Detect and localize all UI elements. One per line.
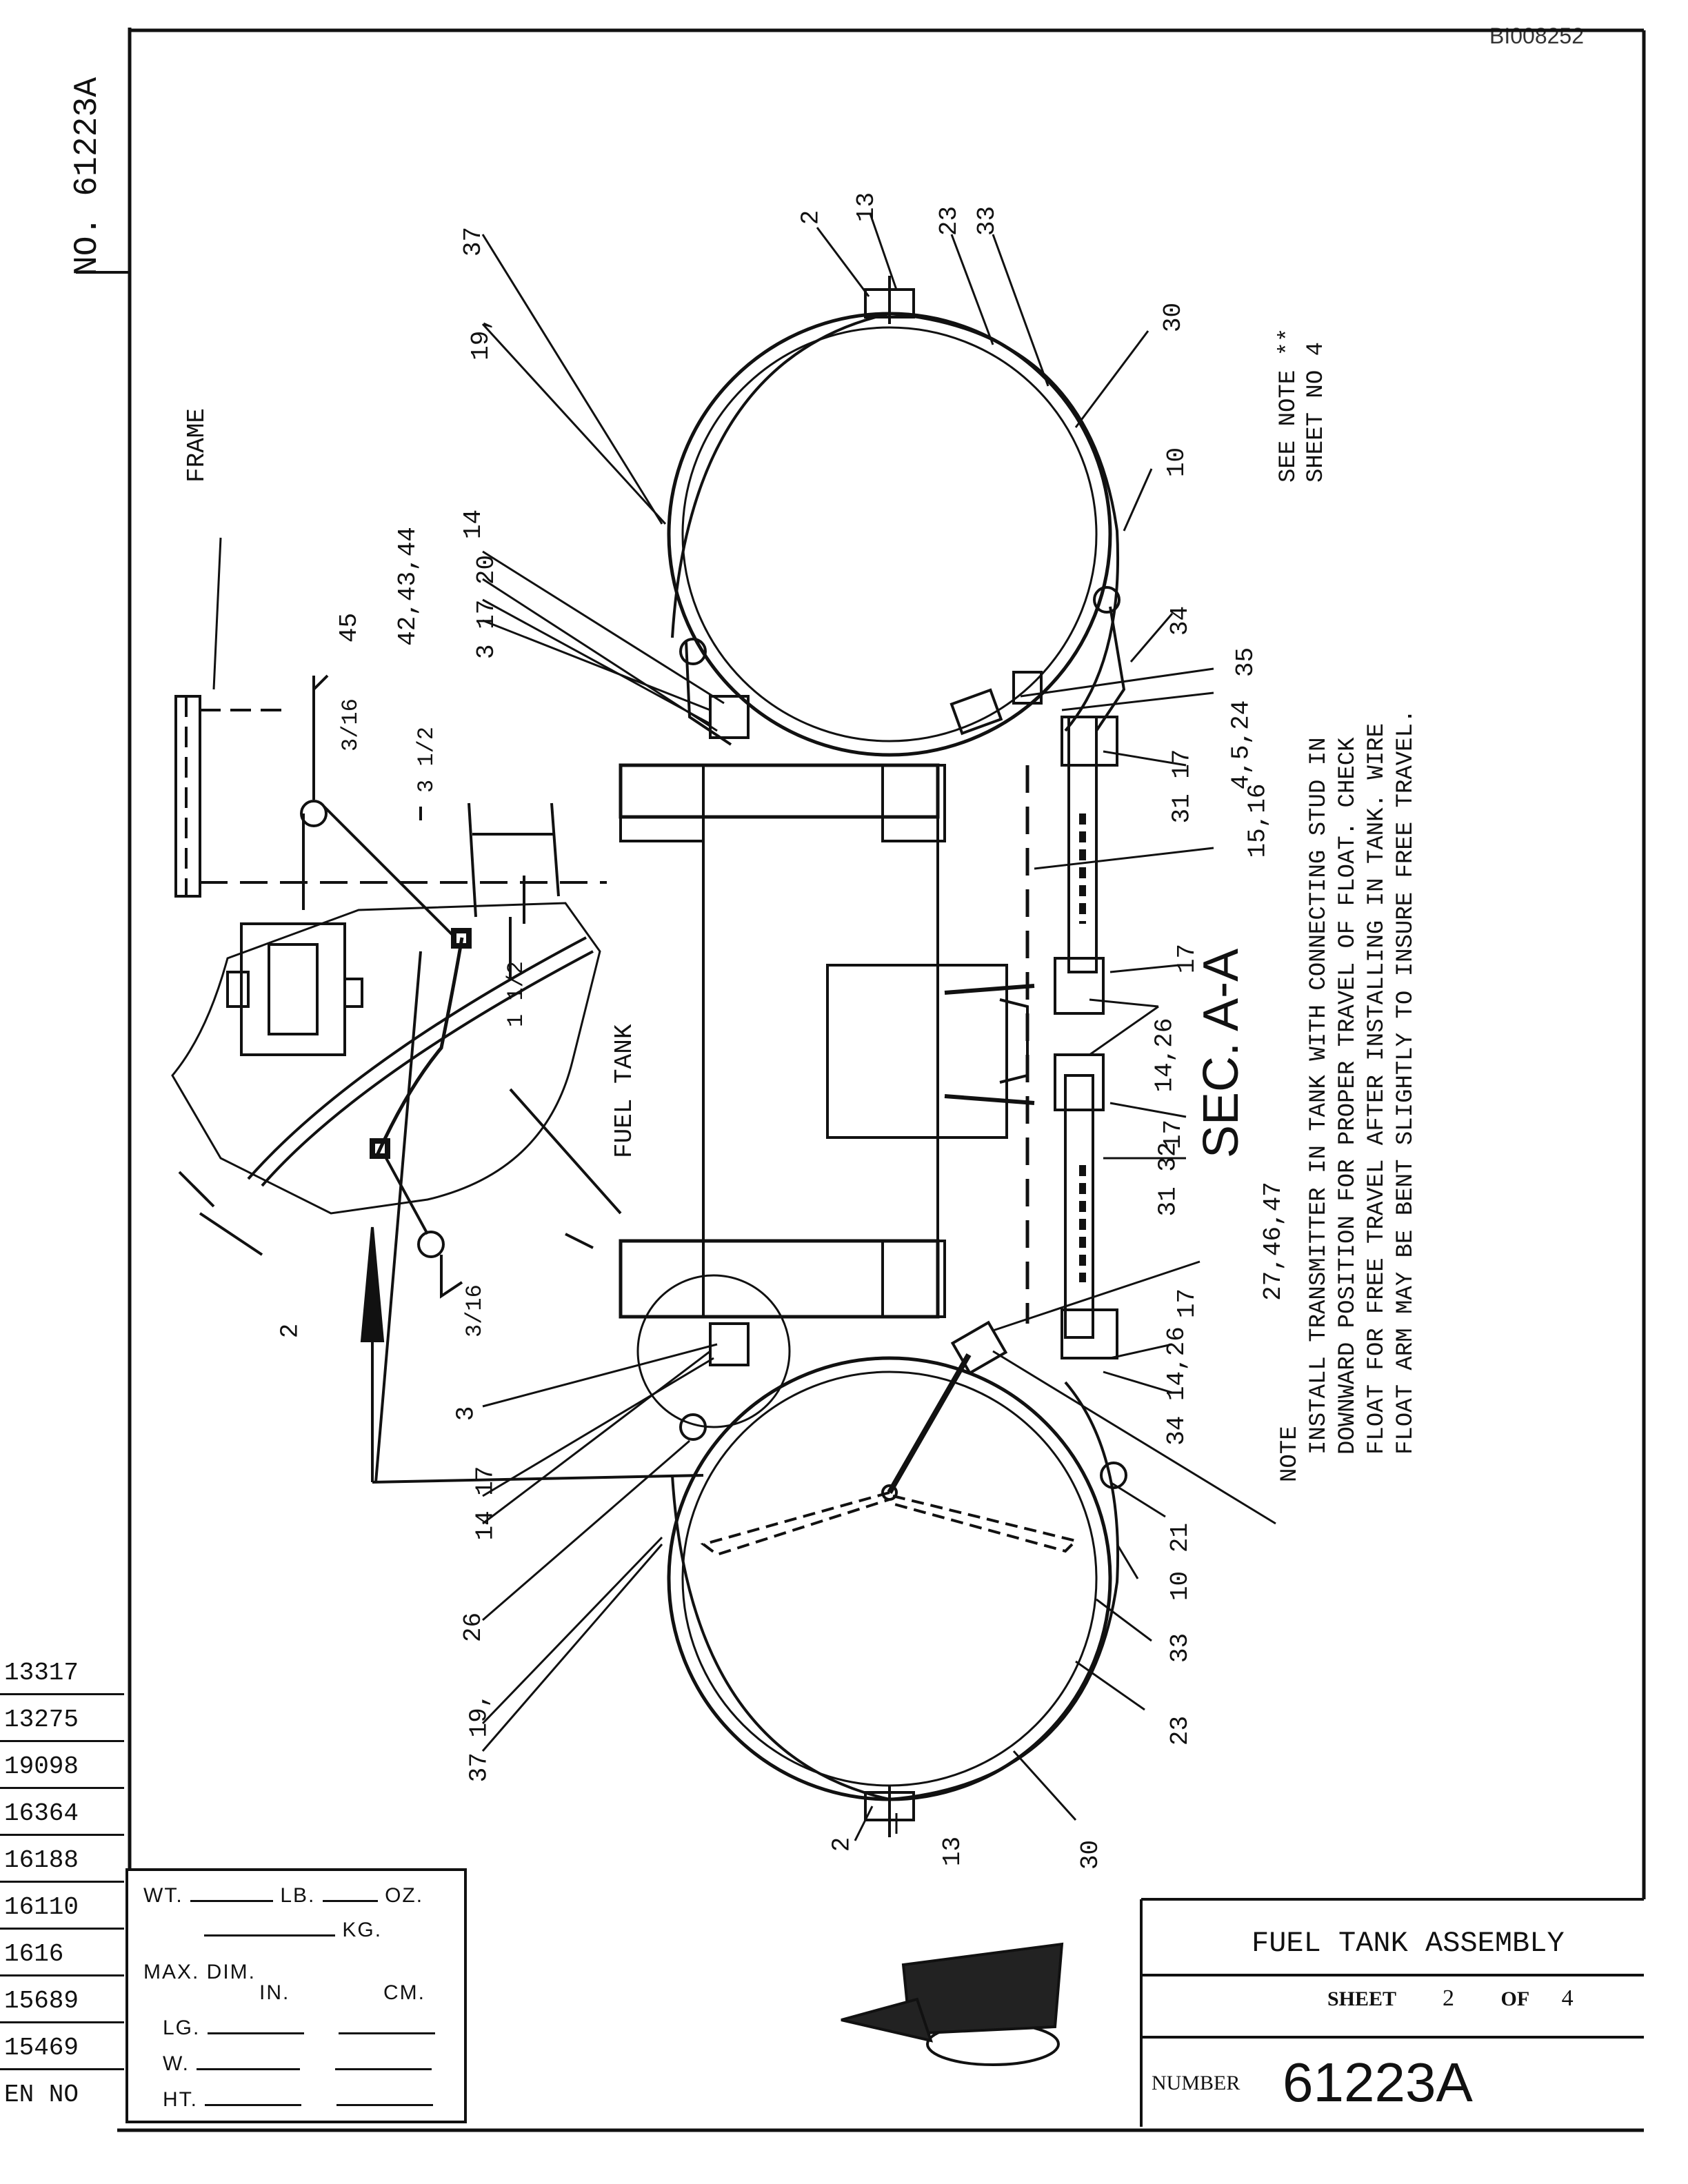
callout-14-top: 14 bbox=[459, 509, 488, 540]
w-label: W. bbox=[163, 2052, 190, 2075]
cm-label: CM. bbox=[383, 1981, 425, 2004]
frame-label: FRAME bbox=[183, 407, 211, 483]
callout-2-detail: 2 bbox=[276, 1323, 305, 1339]
callout-4-5-24: 4,5,24 bbox=[1227, 700, 1256, 790]
number-label: NUMBER bbox=[1152, 2072, 1240, 2094]
max-dim-label: MAX. DIM. bbox=[143, 1961, 257, 1983]
revision-entry: 15689 bbox=[0, 1979, 124, 2023]
callout-45: 45 bbox=[335, 612, 364, 643]
callout-19-top: 19, bbox=[466, 316, 495, 361]
lg-label: LG. bbox=[163, 2016, 201, 2039]
callout-3-17-20: 3 17 20 bbox=[472, 554, 501, 660]
callout-2-top: 2 bbox=[796, 210, 825, 225]
lower-tank bbox=[667, 1320, 1127, 1837]
callout-34-14-26: 34 14,26 bbox=[1162, 1326, 1191, 1446]
unibilt-logo bbox=[841, 1942, 1064, 2066]
note-line-4: FLOAT ARM MAY BE BENT SLIGHTLY TO INSURE… bbox=[1393, 709, 1419, 1455]
callout-2-bot: 2 bbox=[827, 1837, 856, 1852]
see-note-line-1: SEE NOTE ** bbox=[1276, 327, 1302, 483]
w-row: W. bbox=[163, 2052, 432, 2076]
kg-row: KG. bbox=[204, 1918, 382, 1942]
revision-entry: 19098 bbox=[0, 1745, 124, 1789]
callout-31-17-a: 31 17 bbox=[1167, 749, 1196, 824]
callout-31-32: 31 32 bbox=[1154, 1142, 1183, 1217]
lg-row: LG. bbox=[163, 2016, 436, 2040]
callout-14-26-mid: 14,26 bbox=[1150, 1018, 1179, 1093]
callout-30-bot: 30 bbox=[1076, 1839, 1105, 1870]
callout-26: 26 bbox=[459, 1612, 488, 1643]
kg-label: KG. bbox=[342, 1919, 383, 1941]
revision-entry: 16364 bbox=[0, 1792, 124, 1836]
note-title: NOTE bbox=[1277, 1426, 1303, 1482]
callout-35: 35 bbox=[1232, 647, 1260, 678]
revision-entry: EN NO bbox=[4, 2081, 79, 2109]
callout-10-bot: 10 bbox=[1166, 1570, 1195, 1601]
revision-entry: 16188 bbox=[0, 1839, 124, 1883]
wt-label: WT. bbox=[143, 1884, 183, 1907]
callout-17-c: 17 bbox=[1173, 1288, 1202, 1319]
dim-3-16-a: 3/16 bbox=[338, 698, 363, 751]
callout-37-top: 37 bbox=[459, 226, 488, 257]
leader-lines bbox=[212, 213, 1276, 1841]
drawing-number: 61223A bbox=[1283, 2052, 1473, 2113]
drawing-title: FUEL TANK ASSEMBLY bbox=[1252, 1927, 1565, 1960]
see-note-line-2: SHEET NO 4 bbox=[1303, 341, 1329, 483]
detail-view bbox=[171, 674, 704, 1484]
sheet-row: SHEET 2 OF 4 bbox=[1327, 1985, 1574, 2012]
wt-row: WT. LB. OZ. bbox=[143, 1883, 423, 1908]
revision-entry: 15469 bbox=[0, 2026, 124, 2070]
callout-23-bot: 23 bbox=[1166, 1715, 1195, 1746]
callout-3-bot: 3 bbox=[452, 1406, 481, 1422]
revision-entry: 1616 bbox=[0, 1932, 124, 1976]
revision-entry: 13317 bbox=[0, 1651, 124, 1695]
weight-block: WT. LB. OZ. KG. MAX. DIM. IN. CM. LG. W.… bbox=[125, 1868, 467, 2123]
of-label: OF bbox=[1500, 1988, 1529, 2010]
callout-23-top: 23 bbox=[935, 205, 964, 236]
section-label: SEC. A-A bbox=[1194, 948, 1249, 1158]
revision-entry: 16110 bbox=[0, 1885, 124, 1930]
sheet-total: 4 bbox=[1561, 1985, 1574, 2011]
callout-33-top: 33 bbox=[973, 205, 1002, 236]
sheet-number: 2 bbox=[1443, 1985, 1455, 2011]
ht-label: HT. bbox=[163, 2088, 198, 2111]
sheet-label: SHEET bbox=[1327, 1988, 1396, 2010]
in-label: IN. bbox=[259, 1981, 290, 2004]
detail-circle bbox=[636, 1274, 791, 1428]
callout-14-17: 14 17 bbox=[471, 1466, 500, 1541]
upper-tank bbox=[667, 276, 1126, 757]
tank-cradle bbox=[619, 671, 1118, 1366]
note-line-1: INSTALL TRANSMITTER IN TANK WITH CONNECT… bbox=[1306, 737, 1332, 1455]
dim-3-16-b: 3/16 bbox=[462, 1284, 488, 1337]
callout-33-bot: 33 bbox=[1166, 1632, 1195, 1664]
callout-42-43-44: 42,43,44 bbox=[393, 527, 422, 646]
callout-34-top: 34 bbox=[1166, 605, 1195, 636]
callout-13-bot: 13 bbox=[938, 1836, 967, 1867]
note-block: NOTE INSTALL TRANSMITTER IN TANK WITH CO… bbox=[1276, 709, 1420, 1482]
callout-21: 21 bbox=[1166, 1522, 1195, 1553]
callout-30-top: 30 bbox=[1159, 302, 1188, 333]
fuel-tank-label: FUEL TANK bbox=[610, 1024, 639, 1158]
lb-label: LB. bbox=[280, 1884, 316, 1907]
note-line-3: FLOAT FOR FREE TRAVEL AFTER INSTALLING I… bbox=[1364, 723, 1390, 1455]
note-line-2: DOWNWARD POSITION FOR PROPER TRAVEL OF F… bbox=[1335, 737, 1361, 1455]
callout-13-top: 13 bbox=[852, 192, 881, 223]
oz-label: OZ. bbox=[385, 1884, 424, 1907]
ht-row: HT. bbox=[163, 2087, 434, 2112]
title-block-lines bbox=[1140, 1898, 1644, 2127]
document-id: BI008252 bbox=[1489, 23, 1585, 48]
callout-37-19-bot: 37 19, bbox=[465, 1692, 494, 1783]
callout-15-16: 15,16 bbox=[1243, 783, 1272, 858]
dim-3-half: 3 1/2 bbox=[414, 726, 439, 793]
callout-10-top: 10 bbox=[1163, 447, 1192, 478]
revision-entry: 13275 bbox=[0, 1698, 124, 1742]
dim-1-half: 1 1/2 bbox=[503, 960, 529, 1027]
